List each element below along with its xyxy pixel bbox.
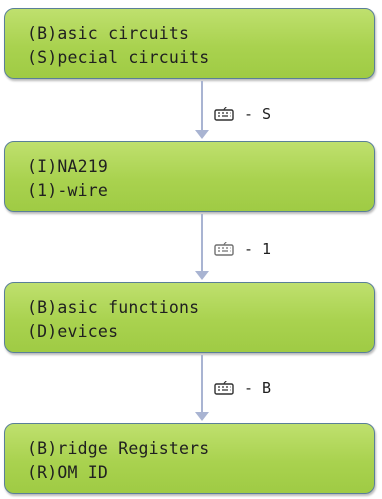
menu-step-box-1: (B)asic circuits (S)pecial circuits — [4, 8, 375, 79]
menu-option-1-wire: (1)-wire — [27, 181, 109, 200]
menu-step-box-4: (B)ridge Registers (R)OM ID — [4, 423, 375, 494]
flow-arrow-2 — [195, 214, 209, 280]
flow-arrow-3 — [195, 355, 209, 421]
menu-option-bridge-registers: (B)ridge Registers — [27, 439, 210, 458]
keypress-label-2: - 1 — [214, 238, 271, 260]
menu-option-special-circuits: (S)pecial circuits — [27, 48, 210, 67]
menu-step-box-3: (B)asic functions (D)evices — [4, 282, 375, 353]
keypress-text-3: - B — [244, 379, 272, 397]
menu-option-ina219: (I)NA219 — [27, 157, 109, 176]
menu-option-basic-functions: (B)asic functions — [27, 298, 200, 317]
flow-arrow-1 — [195, 81, 209, 139]
keypress-text-2: - 1 — [244, 240, 272, 258]
keypress-label-1: - S — [214, 103, 271, 125]
keyboard-icon — [214, 242, 234, 256]
menu-step-box-2: (I)NA219 (1)-wire — [4, 141, 375, 212]
keyboard-icon — [214, 107, 234, 121]
keypress-text-1: - S — [244, 105, 272, 123]
keyboard-icon — [214, 381, 234, 395]
menu-option-basic-circuits: (B)asic circuits — [27, 24, 190, 43]
menu-option-devices: (D)evices — [27, 322, 119, 341]
keypress-label-3: - B — [214, 377, 271, 399]
menu-option-rom-id: (R)OM ID — [27, 463, 109, 482]
